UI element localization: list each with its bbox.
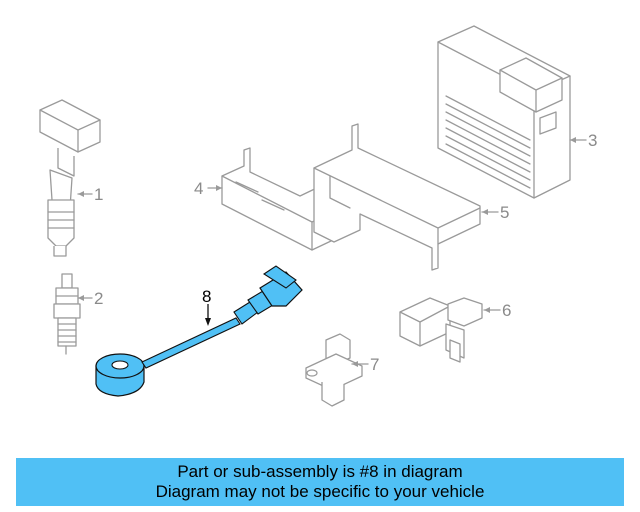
mounting-bracket-part[interactable] (313, 123, 481, 271)
callout-7[interactable]: 7 (370, 355, 379, 374)
callout-8-leader (205, 304, 211, 326)
banner-line-1: Part or sub-assembly is #8 in diagram (177, 462, 463, 481)
callout-8[interactable]: 8 (202, 287, 211, 306)
callout-2-leader (77, 295, 93, 301)
callout-5-leader (481, 209, 499, 215)
banner-line-2: Diagram may not be specific to your vehi… (155, 482, 485, 501)
ignition-coil-part[interactable] (39, 99, 101, 257)
callout-4[interactable]: 4 (194, 179, 203, 198)
knock-sensor-part[interactable] (95, 265, 303, 397)
callout-6[interactable]: 6 (502, 301, 511, 320)
spark-plug-part[interactable] (53, 273, 81, 355)
callout-1[interactable]: 1 (94, 185, 103, 204)
callout-1-leader (77, 191, 93, 197)
camshaft-sensor-part[interactable] (399, 297, 483, 363)
parts-diagram: 1 2 3 4 (39, 25, 597, 407)
callout-6-leader (483, 307, 501, 313)
callout-5[interactable]: 5 (500, 203, 509, 222)
crankshaft-sensor-part[interactable] (305, 333, 363, 407)
info-banner: Part or sub-assembly is #8 in diagram Di… (16, 458, 624, 506)
callout-3[interactable]: 3 (588, 131, 597, 150)
callout-2[interactable]: 2 (94, 289, 103, 308)
callout-7-leader (351, 361, 369, 367)
callout-3-leader (569, 137, 587, 143)
engine-control-module-part[interactable] (437, 25, 571, 199)
callout-4-leader (207, 185, 223, 191)
